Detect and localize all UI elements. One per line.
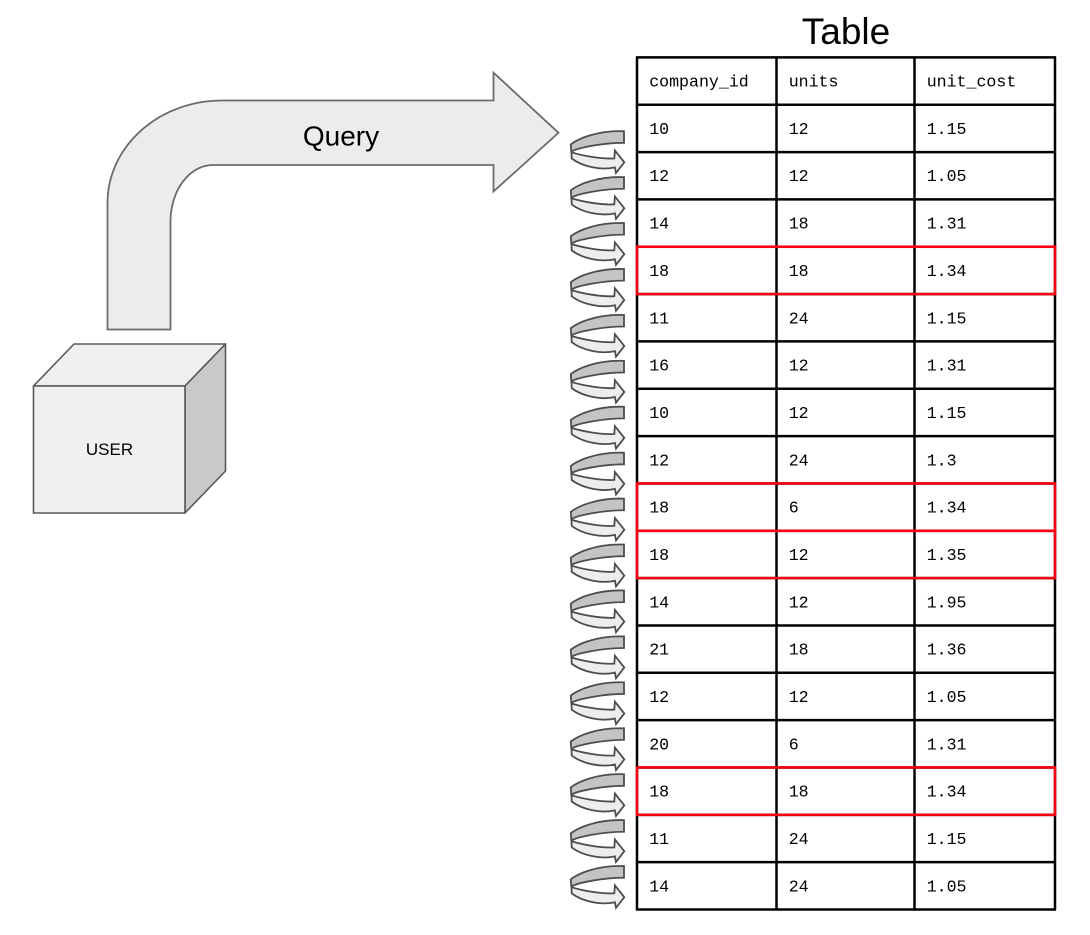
svg-text:1.31: 1.31 bbox=[927, 735, 967, 754]
svg-text:12: 12 bbox=[649, 688, 669, 707]
svg-text:1.34: 1.34 bbox=[927, 499, 967, 518]
svg-text:1.15: 1.15 bbox=[927, 830, 967, 849]
svg-text:24: 24 bbox=[789, 309, 809, 328]
svg-text:6: 6 bbox=[789, 499, 799, 518]
svg-text:24: 24 bbox=[789, 877, 809, 896]
svg-text:24: 24 bbox=[789, 451, 809, 470]
svg-text:18: 18 bbox=[789, 262, 809, 281]
svg-text:1.05: 1.05 bbox=[927, 877, 967, 896]
svg-text:1.15: 1.15 bbox=[927, 309, 967, 328]
svg-text:1.34: 1.34 bbox=[927, 262, 967, 281]
svg-text:16: 16 bbox=[649, 357, 669, 376]
svg-text:18: 18 bbox=[789, 215, 809, 234]
svg-text:14: 14 bbox=[649, 215, 669, 234]
svg-text:Query: Query bbox=[303, 121, 379, 152]
svg-text:1.95: 1.95 bbox=[927, 593, 967, 612]
svg-text:18: 18 bbox=[649, 262, 669, 281]
svg-text:1.05: 1.05 bbox=[927, 688, 967, 707]
svg-text:18: 18 bbox=[649, 499, 669, 518]
svg-text:11: 11 bbox=[649, 830, 669, 849]
svg-text:20: 20 bbox=[649, 735, 669, 754]
svg-text:12: 12 bbox=[649, 167, 669, 186]
svg-text:14: 14 bbox=[649, 593, 669, 612]
svg-text:14: 14 bbox=[649, 877, 669, 896]
svg-text:1.34: 1.34 bbox=[927, 783, 967, 802]
svg-text:10: 10 bbox=[649, 404, 669, 423]
svg-text:12: 12 bbox=[789, 120, 809, 139]
svg-text:1.15: 1.15 bbox=[927, 404, 967, 423]
svg-text:21: 21 bbox=[649, 641, 669, 660]
svg-text:18: 18 bbox=[649, 783, 669, 802]
svg-text:USER: USER bbox=[86, 440, 133, 459]
svg-text:10: 10 bbox=[649, 120, 669, 139]
svg-text:1.36: 1.36 bbox=[927, 641, 967, 660]
svg-text:12: 12 bbox=[789, 404, 809, 423]
svg-text:12: 12 bbox=[789, 593, 809, 612]
svg-text:1.15: 1.15 bbox=[927, 120, 967, 139]
svg-text:12: 12 bbox=[789, 688, 809, 707]
svg-text:18: 18 bbox=[789, 641, 809, 660]
svg-text:12: 12 bbox=[789, 167, 809, 186]
svg-text:1.31: 1.31 bbox=[927, 215, 967, 234]
svg-text:6: 6 bbox=[789, 735, 799, 754]
svg-text:12: 12 bbox=[789, 546, 809, 565]
svg-text:12: 12 bbox=[649, 451, 669, 470]
svg-text:24: 24 bbox=[789, 830, 809, 849]
svg-text:1.35: 1.35 bbox=[927, 546, 967, 565]
svg-text:1.05: 1.05 bbox=[927, 167, 967, 186]
svg-text:18: 18 bbox=[649, 546, 669, 565]
svg-text:1.31: 1.31 bbox=[927, 357, 967, 376]
svg-text:company_id: company_id bbox=[649, 73, 749, 92]
svg-text:1.3: 1.3 bbox=[927, 451, 957, 470]
svg-text:Table: Table bbox=[802, 11, 890, 52]
svg-text:12: 12 bbox=[789, 357, 809, 376]
svg-text:unit_cost: unit_cost bbox=[927, 73, 1017, 92]
svg-text:18: 18 bbox=[789, 783, 809, 802]
svg-text:11: 11 bbox=[649, 309, 669, 328]
svg-text:units: units bbox=[789, 73, 839, 92]
